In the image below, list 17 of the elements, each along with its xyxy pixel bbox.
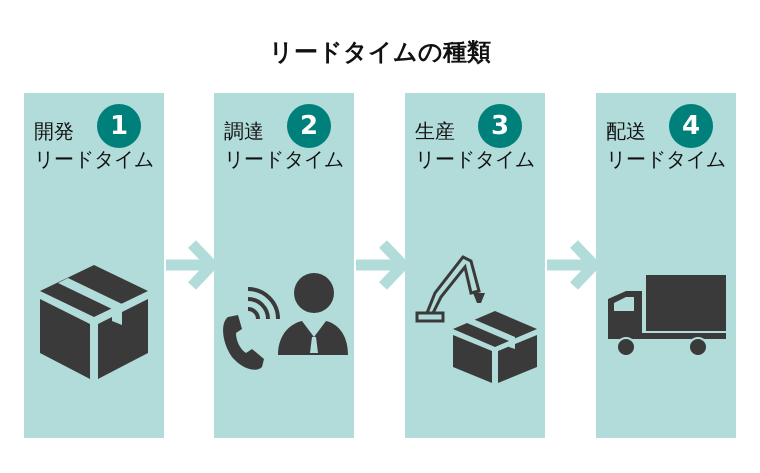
- stage-panel: [405, 93, 545, 438]
- stage-panel: [24, 93, 164, 438]
- stage-heading: 生産: [415, 119, 455, 143]
- title: リードタイムの種類: [268, 37, 492, 68]
- stage-subheading: リードタイム: [34, 147, 154, 171]
- stage-heading: 調達: [224, 119, 264, 143]
- stage-subheading: リードタイム: [606, 147, 726, 171]
- number-badge: 3: [478, 104, 522, 148]
- stage-subheading: リードタイム: [224, 147, 344, 171]
- stage-subheading: リードタイム: [415, 147, 535, 171]
- number-badge: 4: [669, 104, 713, 148]
- stage-panel: [214, 93, 354, 438]
- number-badge: 1: [97, 104, 141, 148]
- stage-panel: [596, 93, 736, 438]
- stage-heading: 開発: [34, 119, 74, 143]
- number-badge: 2: [287, 104, 331, 148]
- stage-heading: 配送: [606, 119, 646, 143]
